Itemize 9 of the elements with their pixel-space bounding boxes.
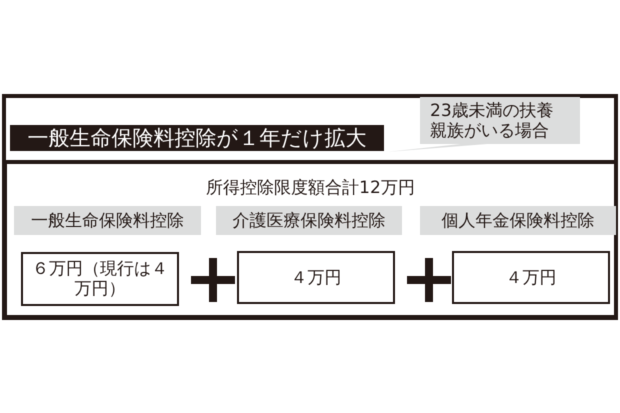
category-label: 個人年金保険料控除 [420, 206, 616, 235]
amount-box: ６万円（現行は４万円） [21, 252, 179, 306]
amount-box: ４万円 [237, 251, 395, 304]
category-label: 一般生命保険料控除 [14, 206, 201, 235]
amount-box: ４万円 [452, 251, 610, 304]
panel-heading: 所得控除限度額合計12万円 [205, 177, 416, 199]
category-label: 介護医療保険料控除 [216, 206, 402, 235]
title-banner: 一般生命保険料控除が１年だけ拡大 [10, 125, 384, 151]
deduction-panel [3, 160, 618, 319]
